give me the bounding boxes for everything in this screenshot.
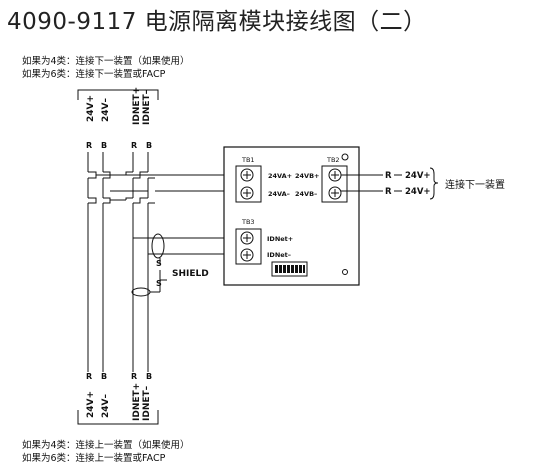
tb2-label: TB2 (326, 156, 340, 164)
top-label-idnet-minus: IDNET– (142, 89, 152, 125)
right-24v-plus-1: 24V+ (405, 171, 431, 181)
tb1-24va-minus: 24VA– (268, 190, 290, 198)
right-r-label-2: R (385, 187, 392, 197)
bottom-label-idnet-plus: IDNET+ (132, 383, 142, 421)
tb2-24vb-minus: 24VB– (295, 190, 317, 198)
top-note-class-6: 如果为6类：连接下一装置或FACP (22, 69, 166, 80)
bottom-label-idnet-minus: IDNET– (142, 385, 152, 421)
bottom-bracket (77, 410, 159, 425)
top-r-label-idnet-plus: R (131, 141, 137, 150)
shield-s-label-bottom: S (156, 279, 162, 288)
bottom-note-class-6: 如果为6类：连接上一装置或FACP (22, 453, 166, 464)
page-title: 4090-9117 电源隔离模块接线图（二） (7, 9, 427, 35)
bottom-label-24v-minus: 24V– (101, 394, 111, 418)
right-24v-plus-2: 24V+ (405, 187, 431, 197)
top-note-class-4: 如果为4类：连接下一装置（如果使用） (22, 56, 190, 67)
tb3-terminal-block (235, 228, 262, 265)
bottom-note-class-4: 如果为4类：连接上一装置（如果使用） (22, 440, 190, 451)
tb3-idnet-minus: IDNet– (267, 251, 291, 259)
bottom-r-label-idnet-plus: R (131, 372, 137, 381)
right-r-label-1: R (385, 171, 392, 181)
tb1-feed-wires (88, 171, 236, 204)
bottom-b-label-idnet-minus: B (146, 372, 152, 381)
vertical-wires (87, 152, 149, 372)
isolation-module: TB1 TB2 TB3 24VA+ 24VA– 24VB+ 24VB– (223, 146, 360, 286)
top-bracket (77, 89, 159, 100)
connect-next-device-label: 连接下一装置 (445, 178, 505, 191)
tb1-label: TB1 (241, 156, 255, 164)
tb2-terminal-block (321, 165, 348, 203)
top-b-label-24v-minus: B (101, 141, 107, 150)
bottom-label-24v-plus: 24V+ (86, 391, 96, 418)
shield-s-label-top: S (156, 259, 162, 268)
top-label-24v-plus: 24V+ (86, 95, 96, 122)
tb3-feed-wires (131, 233, 236, 297)
dip-switch (271, 261, 308, 277)
tb3-label: TB3 (241, 218, 255, 226)
top-label-idnet-plus: IDNET+ (132, 87, 142, 125)
top-label-24v-minus: 24V– (101, 98, 111, 122)
top-r-label-24v-plus: R (86, 141, 92, 150)
tb2-24vb-plus: 24VB+ (295, 172, 319, 180)
tb1-terminal-block (235, 165, 262, 203)
bottom-b-label-24v-minus: B (101, 372, 107, 381)
tb1-24va-plus: 24VA+ (268, 172, 292, 180)
shield-label: SHIELD (172, 269, 209, 279)
tb3-idnet-plus: IDNet+ (267, 235, 293, 243)
bottom-r-label-24v-plus: R (86, 372, 92, 381)
top-b-label-idnet-minus: B (146, 141, 152, 150)
right-output-wires (341, 167, 439, 200)
